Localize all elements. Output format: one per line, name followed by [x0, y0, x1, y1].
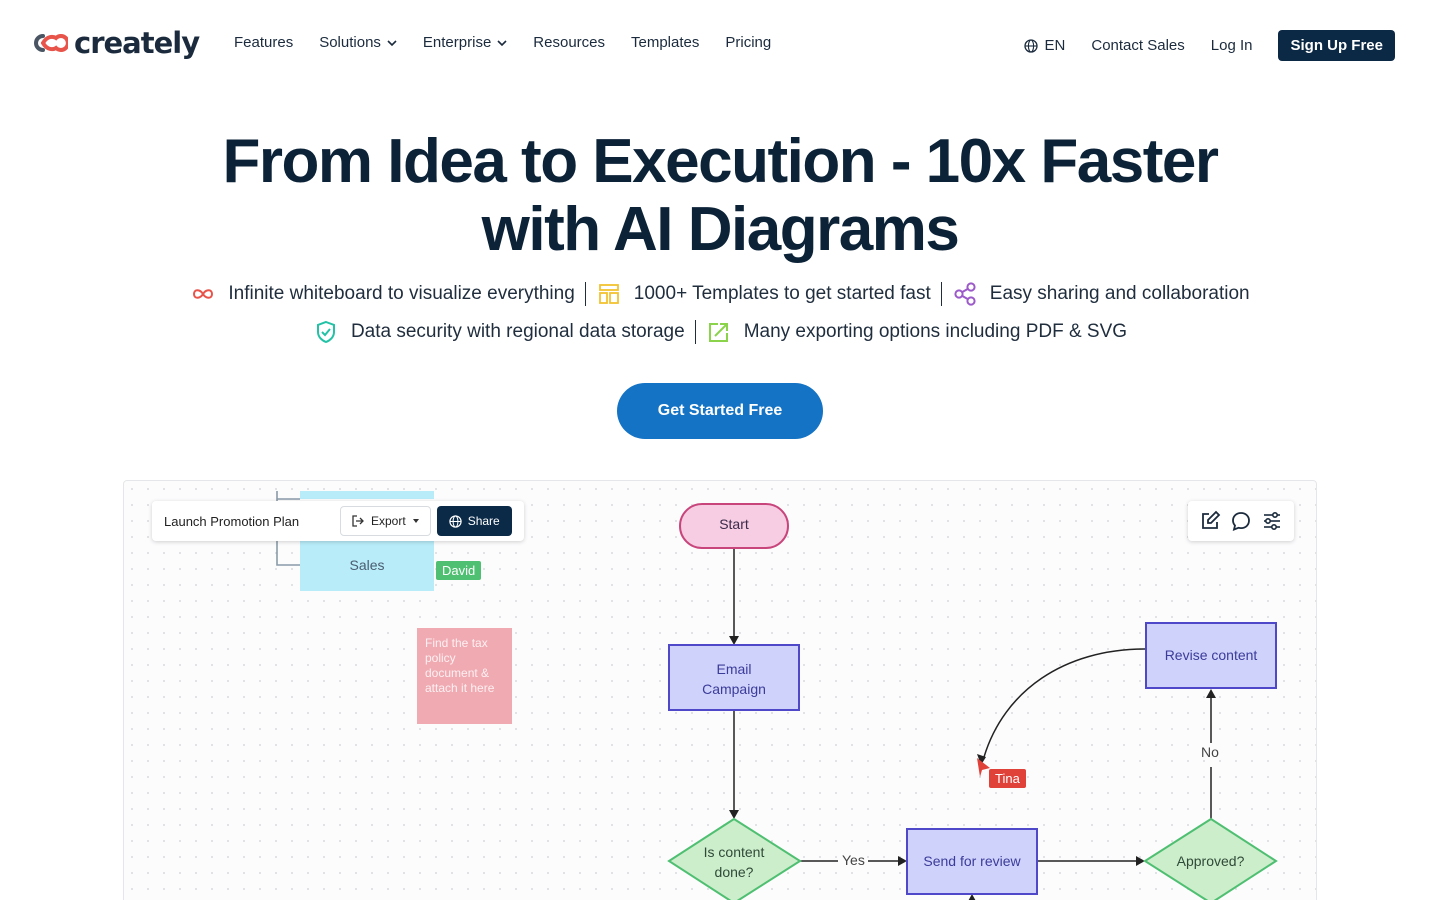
- feature-sharing: Easy sharing and collaboration: [952, 281, 1250, 307]
- feature-separator: [940, 282, 942, 306]
- top-navigation: creately Features Solutions Enterprise R…: [0, 0, 1440, 90]
- get-started-button[interactable]: Get Started Free: [617, 383, 823, 439]
- feature-separator: [694, 320, 696, 344]
- nav-templates[interactable]: Templates: [631, 34, 699, 51]
- send-review-node[interactable]: [906, 828, 1038, 895]
- language-label: EN: [1044, 37, 1066, 54]
- feature-text: 1000+ Templates to get started fast: [633, 283, 931, 304]
- nav-templates-label: Templates: [631, 34, 700, 51]
- hero-title: From Idea to Execution - 10x Faster with…: [0, 128, 1440, 264]
- diagram-canvas[interactable]: Sales David Find the tax policy document…: [123, 480, 1317, 900]
- login-link[interactable]: Log In: [1210, 37, 1253, 54]
- feature-infinite-whiteboard: Infinite whiteboard to visualize everyth…: [190, 281, 575, 307]
- canvas-connectors: [276, 491, 1216, 900]
- shield-check-icon: [316, 320, 335, 344]
- collaborator-cursor-tina: Tina: [989, 769, 1026, 788]
- nav-solutions-label: Solutions: [319, 34, 381, 51]
- feature-text: Data security with regional data storage: [350, 321, 685, 342]
- document-name[interactable]: Launch Promotion Plan: [164, 513, 300, 529]
- collaborator-cursor-david: David: [436, 561, 482, 580]
- signup-button[interactable]: Sign Up Free: [1278, 30, 1395, 61]
- edge-label-yes: Yes: [840, 852, 867, 868]
- brand-name: creately: [74, 26, 200, 60]
- feature-export: Many exporting options including PDF & S…: [706, 319, 1127, 345]
- globe-icon: [449, 514, 462, 528]
- main-menu: Features Solutions Enterprise Resources …: [234, 34, 771, 51]
- export-icon: [708, 323, 728, 342]
- share-label: Share: [467, 514, 500, 528]
- content-done-decision[interactable]: [667, 817, 802, 900]
- edge-label-no: No: [1199, 744, 1221, 760]
- nav-resources[interactable]: Resources: [533, 34, 605, 51]
- tina-cursor-icon: [977, 758, 990, 777]
- infinity-icon: [193, 289, 214, 299]
- share-button[interactable]: Share: [436, 506, 512, 536]
- globe-icon: [1023, 38, 1038, 53]
- org-node-sales[interactable]: Sales: [300, 539, 434, 591]
- language-selector[interactable]: EN: [1023, 37, 1066, 54]
- content-done-line2: done?: [714, 864, 754, 880]
- feature-row-2: Data security with regional data storage…: [0, 319, 1440, 345]
- nav-enterprise[interactable]: Enterprise: [423, 34, 507, 51]
- content-done-label: Is content done?: [669, 842, 799, 882]
- contact-sales-link[interactable]: Contact Sales: [1091, 37, 1185, 54]
- feature-text: Many exporting options including PDF & S…: [743, 321, 1128, 342]
- nav-features-label: Features: [234, 34, 294, 51]
- content-done-line1: Is content: [703, 844, 765, 860]
- revise-content-label: Revise content: [1164, 647, 1258, 663]
- share-nodes-icon: [954, 282, 976, 306]
- feature-text: Infinite whiteboard to visualize everyth…: [228, 283, 575, 304]
- chevron-down-icon: [497, 39, 507, 46]
- feature-security: Data security with regional data storage: [313, 319, 685, 345]
- comment-icon[interactable]: [1230, 510, 1252, 532]
- approved-label: Approved?: [1176, 853, 1245, 869]
- hero-title-line1: From Idea to Execution - 10x Faster: [222, 127, 1219, 196]
- export-icon: [352, 515, 364, 527]
- nav-actions: EN Contact Sales Log In Sign Up Free: [1023, 30, 1395, 61]
- chevron-down-icon: [387, 39, 397, 46]
- start-label: Start: [719, 516, 749, 532]
- document-toolbar: Launch Promotion Plan Export Share: [152, 501, 524, 541]
- email-campaign-node[interactable]: [668, 644, 800, 711]
- hero-title-line2: with AI Diagrams: [481, 195, 960, 264]
- approved-decision[interactable]: [1143, 817, 1278, 900]
- settings-sliders-icon[interactable]: [1261, 510, 1283, 532]
- flowchart-shapes: [667, 503, 1278, 900]
- edit-icon[interactable]: [1199, 510, 1221, 532]
- feature-templates: 1000+ Templates to get started fast: [596, 281, 931, 307]
- start-node[interactable]: [679, 503, 789, 549]
- feature-text: Easy sharing and collaboration: [989, 283, 1250, 304]
- nav-pricing[interactable]: Pricing: [725, 34, 771, 51]
- email-campaign-line1: Email: [716, 661, 752, 677]
- logo-mark-icon: [34, 34, 68, 52]
- send-review-label: Send for review: [923, 853, 1021, 869]
- canvas-tools: [1188, 501, 1294, 541]
- nav-solutions[interactable]: Solutions: [319, 34, 397, 51]
- feature-separator: [584, 282, 586, 306]
- org-node-top[interactable]: [300, 491, 434, 499]
- nav-resources-label: Resources: [533, 34, 605, 51]
- export-button[interactable]: Export: [340, 506, 431, 536]
- nav-pricing-label: Pricing: [725, 34, 772, 51]
- email-campaign-line2: Campaign: [702, 681, 766, 697]
- revise-content-node[interactable]: [1145, 622, 1277, 689]
- feature-row-1: Infinite whiteboard to visualize everyth…: [0, 281, 1440, 307]
- export-label: Export: [371, 514, 406, 528]
- nav-enterprise-label: Enterprise: [422, 34, 492, 51]
- sticky-note[interactable]: Find the tax policy document & attach it…: [417, 628, 512, 724]
- creately-logo[interactable]: creately: [32, 26, 200, 60]
- template-icon: [598, 284, 619, 304]
- caret-down-icon: [412, 519, 419, 523]
- email-campaign-label: Email Campaign: [669, 659, 799, 699]
- nav-features[interactable]: Features: [234, 34, 293, 51]
